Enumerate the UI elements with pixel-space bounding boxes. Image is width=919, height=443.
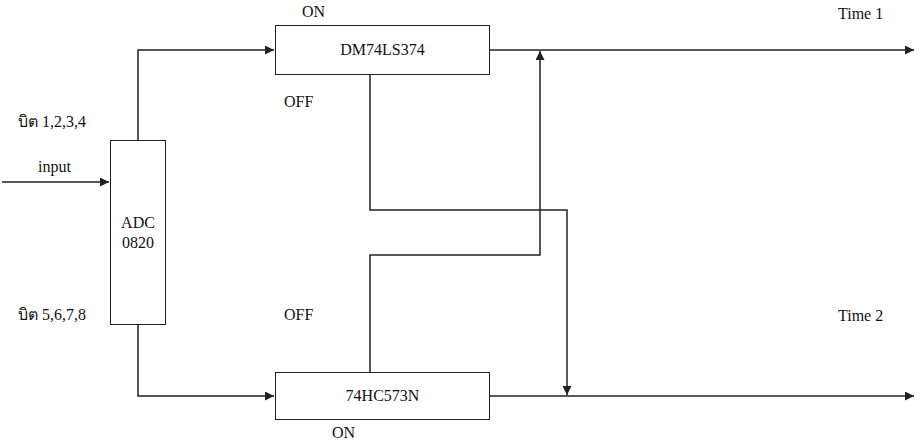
input-wire	[2, 181, 109, 183]
state-label: ON	[330, 423, 357, 442]
cross-wire-down	[370, 75, 567, 395]
connector	[138, 325, 274, 396]
latch-box: 74HC573N	[275, 372, 490, 420]
output-wire-2	[490, 395, 914, 397]
latch-box: DM74LS374	[275, 25, 490, 75]
bit-label: บิต 1,2,3,4	[16, 112, 88, 131]
box-text: 74HC573N	[346, 386, 420, 405]
cross-wire-up	[370, 51, 540, 372]
state-label: OFF	[282, 92, 315, 111]
connector	[138, 50, 274, 140]
bit-label: บิต 5,6,7,8	[16, 305, 88, 324]
state-label: ON	[300, 2, 327, 21]
box-text: ADC 0820	[117, 213, 159, 251]
box-text: DM74LS374	[340, 40, 424, 59]
state-label: OFF	[282, 305, 315, 324]
output-label: Time 2	[836, 306, 885, 325]
output-wire-1	[490, 49, 914, 51]
signal-label: input	[36, 157, 73, 176]
adc-box: ADC 0820	[110, 140, 166, 325]
output-label: Time 1	[836, 4, 885, 23]
